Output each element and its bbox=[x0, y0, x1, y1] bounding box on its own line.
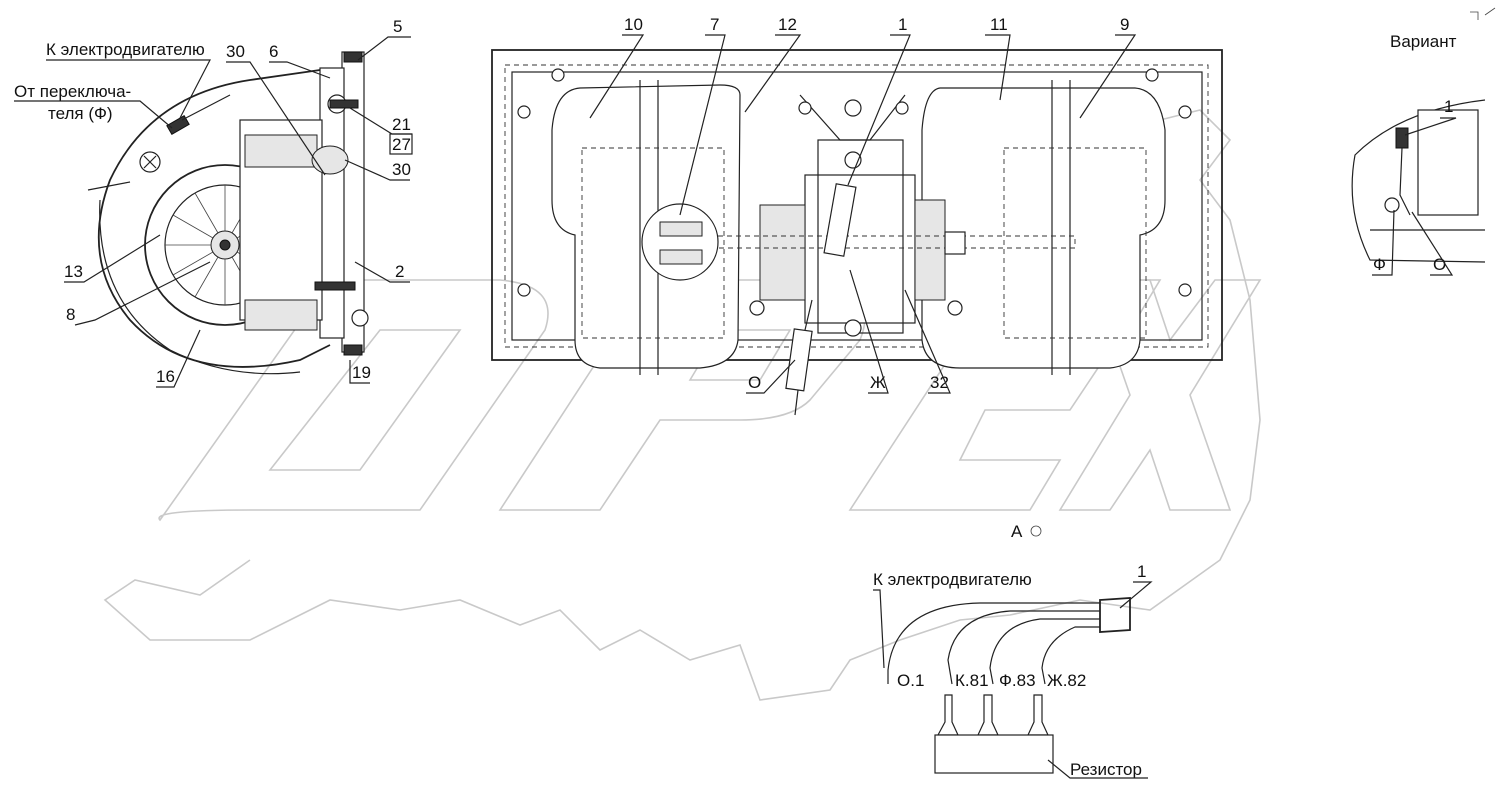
screw-shank-21 bbox=[329, 99, 359, 109]
housing-scroll-edge bbox=[99, 199, 301, 375]
label-resistor: Резистор bbox=[1070, 760, 1142, 779]
motor-winding-bottom bbox=[244, 299, 318, 331]
plug-o bbox=[785, 328, 813, 392]
label-to-motor-bottom: К электродвигателю bbox=[873, 570, 1032, 589]
gasket-top bbox=[343, 51, 363, 63]
fan-housing-outline bbox=[97, 69, 331, 368]
callout-30-side: 30 bbox=[392, 160, 411, 179]
terminal-label-o1: О.1 bbox=[897, 671, 924, 690]
resistor-body bbox=[934, 734, 1054, 774]
callout-7: 7 bbox=[710, 15, 719, 34]
label-to-motor: К электродвигателю bbox=[46, 40, 205, 59]
label-variant: Вариант bbox=[1390, 32, 1457, 51]
callout-5: 5 bbox=[393, 17, 402, 36]
side-view bbox=[87, 51, 369, 375]
right-volute bbox=[921, 87, 1166, 369]
front-view-callouts: 10 7 12 1 11 9 О Ж 32 bbox=[589, 15, 1137, 394]
view-a-marker bbox=[1030, 525, 1042, 537]
callout-9: 9 bbox=[1120, 15, 1129, 34]
terminal-label-zh82: Ж.82 bbox=[1047, 671, 1086, 690]
section-detail-7 bbox=[641, 203, 719, 281]
base-plate-inner bbox=[511, 71, 1203, 341]
motor-brush-holder bbox=[759, 204, 806, 301]
callout-11: 11 bbox=[990, 15, 1008, 34]
callout-2: 2 bbox=[395, 262, 404, 281]
callout-32: 32 bbox=[930, 373, 949, 392]
corner-mark bbox=[1470, 7, 1496, 20]
right-hidden-outline bbox=[1003, 147, 1147, 339]
watermark-gear-outline bbox=[103, 89, 1261, 701]
impeller-shaft bbox=[219, 239, 231, 251]
motor-winding-top bbox=[244, 134, 318, 168]
callout-8: 8 bbox=[66, 305, 75, 324]
callout-wire-o: О bbox=[748, 373, 761, 392]
callout-6: 6 bbox=[269, 42, 278, 61]
grommet-30 bbox=[311, 145, 349, 175]
resistor-connectors bbox=[936, 694, 1049, 736]
terminal-label-f83: Ф.83 bbox=[999, 671, 1036, 690]
label-from-switch-1: От переключа- bbox=[14, 82, 131, 101]
base-plate bbox=[491, 49, 1223, 361]
mounting-plate bbox=[341, 51, 365, 353]
callout-30-top: 30 bbox=[226, 42, 245, 61]
harness-bundle bbox=[1099, 597, 1131, 633]
wire-connector bbox=[166, 114, 190, 136]
callout-1-main: 1 bbox=[898, 15, 907, 34]
callout-13: 13 bbox=[64, 262, 83, 281]
side-view-callouts: К электродвигателю От переключа- теля (Ф… bbox=[14, 17, 413, 388]
harness-wires bbox=[887, 602, 1100, 685]
wire-o bbox=[804, 299, 813, 331]
nut-lower bbox=[351, 309, 369, 327]
callout-1-bottom: 1 bbox=[1137, 562, 1146, 581]
screw-lower bbox=[314, 281, 356, 291]
motor-endcap-right bbox=[914, 199, 946, 301]
base-plate-hidden bbox=[504, 64, 1209, 348]
callout-wire-zh: Ж bbox=[870, 373, 886, 392]
terminal-label-k81: К.81 bbox=[955, 671, 989, 690]
watermark-letter-o bbox=[158, 279, 549, 522]
motor-frame bbox=[817, 139, 904, 334]
motor-screw-bottom bbox=[844, 319, 862, 337]
callout-19: 19 bbox=[352, 363, 371, 382]
variant-part bbox=[1417, 109, 1479, 216]
callout-variant-o: О bbox=[1433, 255, 1446, 274]
housing-lip bbox=[87, 181, 131, 191]
callout-10: 10 bbox=[624, 15, 643, 34]
label-from-switch-2: теля (Ф) bbox=[48, 104, 113, 123]
plug-zh bbox=[823, 183, 857, 257]
left-hidden-outline bbox=[581, 147, 725, 339]
callout-16: 16 bbox=[156, 367, 175, 386]
variant-boundary bbox=[1351, 99, 1486, 263]
callout-1-variant: 1 bbox=[1444, 97, 1453, 116]
wire-to-motor bbox=[181, 94, 231, 121]
plate-screws bbox=[517, 68, 1192, 297]
label-view-a: А bbox=[1011, 522, 1023, 541]
variant-detail: Вариант 1 Ф О bbox=[1351, 7, 1496, 276]
callout-12: 12 bbox=[778, 15, 797, 34]
gasket-bottom bbox=[343, 344, 363, 356]
callout-27: 27 bbox=[392, 135, 411, 154]
front-view bbox=[491, 49, 1223, 416]
variant-plug bbox=[1395, 127, 1409, 149]
view-a: А bbox=[1011, 522, 1042, 541]
wiring-diagram: К электродвигателю 1 О.1 К.81 Ф.83 Ж.82 … bbox=[873, 562, 1153, 779]
callout-21: 21 bbox=[392, 115, 411, 134]
callout-variant-f: Ф bbox=[1373, 255, 1386, 274]
